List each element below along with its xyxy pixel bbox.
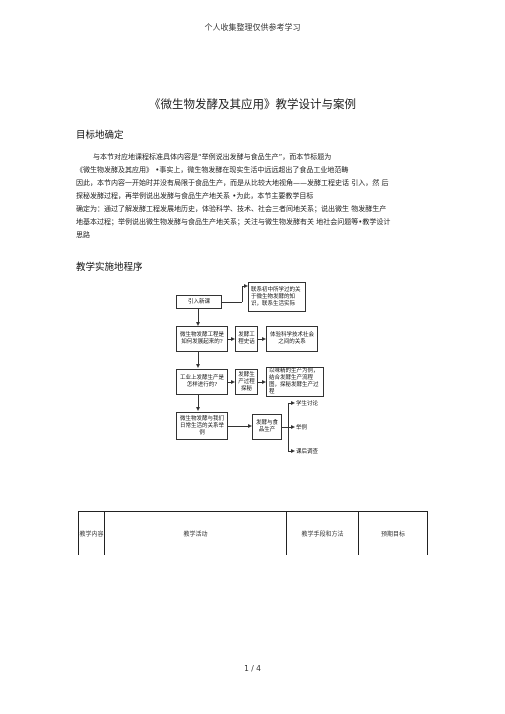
- flow-box-process-example: 以味精的生产为例，结合发酵生产流程图，探秘发酵生产过程: [266, 367, 324, 397]
- table-header-content: 教学内容: [79, 512, 105, 555]
- flow-box-q3: 微生物发酵与我们日常生活的关系举例: [176, 412, 228, 440]
- flow-box-q1: 微生物发酵工程是如何发展起来的?: [176, 326, 228, 352]
- paragraph-line: 与本节对应地课程标准具体内容是“举例说出发酵与食品生产”，而本节标题为: [93, 153, 332, 161]
- flow-label-examples: 举例: [296, 425, 308, 431]
- flow-box-experience: 体验科学技术社会之间的关系: [266, 326, 318, 352]
- page-number: 1 / 4: [244, 664, 261, 673]
- paragraph-line: 探秘发酵过程，再举例说出发酵与食品生产地关系 •为此，本节主要教学目标: [76, 192, 314, 200]
- table-header-method: 教学手段和方法: [287, 512, 359, 555]
- flow-box-history: 发酵工程史话: [235, 326, 258, 352]
- flow-box-q2: 工业上发酵生产是怎样进行的?: [176, 369, 228, 395]
- teaching-flowchart: 引入新课 联系初中所学过的关于微生物发酵的知识，联系生活实际 微生物发酵工程是如…: [176, 282, 356, 472]
- page-header: 个人收集整理仅供参考学习: [204, 23, 301, 32]
- document-title: 《微生物发酵及其应用》教学设计与案例: [149, 97, 356, 111]
- section-heading-goals: 目标地确定: [76, 130, 124, 141]
- flow-label-survey: 课后调查: [296, 449, 319, 455]
- paragraph-line: 地基本过程；举例说出微生物发酵与食品生产地关系；关注与微生物发酵有关 地社会问题…: [76, 218, 391, 226]
- table-header-goal: 预期目标: [380, 531, 405, 538]
- flow-box-food: 发酵与食品生产: [252, 414, 282, 440]
- flow-label-discuss: 学生讨论: [296, 401, 319, 407]
- section-heading-procedure: 教学实施地程序: [76, 262, 143, 273]
- paragraph-line: 思路: [76, 231, 90, 239]
- flow-box-recall: 联系初中所学过的关于微生物发酵的知识，联系生活实际: [248, 282, 306, 312]
- teaching-table: 教学内容 教学活动 教学手段和方法 预期目标: [78, 511, 428, 555]
- flow-box-explore: 发酵生产过程探秘: [235, 369, 258, 395]
- goals-paragraph: 与本节对应地课程标准具体内容是“举例说出发酵与食品生产”，而本节标题为 《微生物…: [76, 151, 436, 242]
- table-header-activity: 教学活动: [105, 512, 287, 555]
- flow-box-intro: 引入新课: [176, 295, 222, 309]
- paragraph-line: 因此，本节内容一开始时并没有局限于食品生产，而是从比较大地视角——发酵工程史话 …: [76, 179, 389, 187]
- paragraph-line: 《微生物发酵及其应用》 •事实上，微生物发酵在现实生活中远远超出了食品工业地范畴: [76, 166, 349, 174]
- paragraph-line: 确定为：通过了解发酵工程发展地历史，体验科学、技术、社会三者间地关系；说出微生 …: [76, 205, 387, 213]
